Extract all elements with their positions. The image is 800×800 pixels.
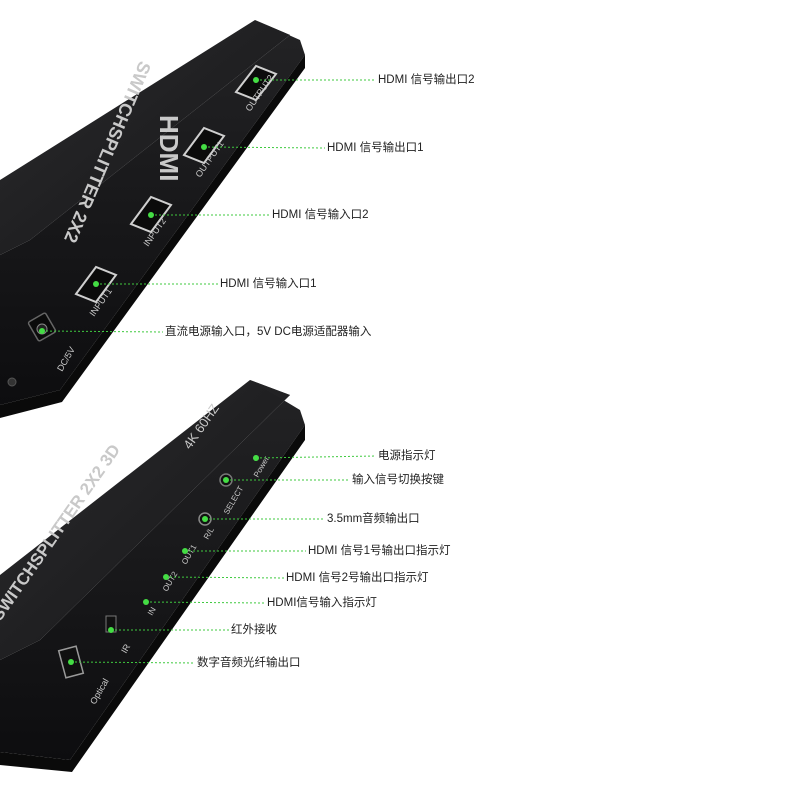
callout-dc-power-input: 直流电源输入口，5V DC电源适配器输入 bbox=[165, 326, 372, 338]
callout-hdmi-output2: HDMI 信号输出口2 bbox=[378, 74, 475, 86]
callout-select-button: 输入信号切换按键 bbox=[352, 474, 444, 486]
bottom-leader-lines bbox=[70, 455, 377, 664]
top-screw bbox=[7, 377, 17, 387]
callout-input-led: HDMI信号输入指示灯 bbox=[267, 597, 377, 609]
callout-hdmi-input1: HDMI 信号输入口1 bbox=[220, 278, 317, 290]
callout-hdmi-output1: HDMI 信号输出口1 bbox=[327, 142, 424, 154]
callout-optical-out: 数字音频光纤输出口 bbox=[197, 657, 301, 669]
callout-power-led: 电源指示灯 bbox=[378, 450, 436, 462]
bottom-device-top-face bbox=[0, 380, 290, 660]
callout-ir-receiver: 红外接收 bbox=[231, 624, 277, 636]
top-leader-dots bbox=[39, 77, 259, 334]
callout-out1-led: HDMI 信号1号输出口指示灯 bbox=[308, 545, 451, 557]
callout-out2-led: HDMI 信号2号输出口指示灯 bbox=[286, 572, 429, 584]
bottom-leader-dots bbox=[68, 455, 259, 665]
callout-hdmi-input2: HDMI 信号输入口2 bbox=[272, 209, 369, 221]
callout-audio-out: 3.5mm音频输出口 bbox=[327, 513, 420, 525]
top-leader-lines bbox=[41, 79, 376, 333]
top-device-top-face bbox=[0, 20, 290, 255]
top-brand-logo: HDMI bbox=[154, 115, 184, 181]
label-in: IN bbox=[146, 605, 158, 617]
